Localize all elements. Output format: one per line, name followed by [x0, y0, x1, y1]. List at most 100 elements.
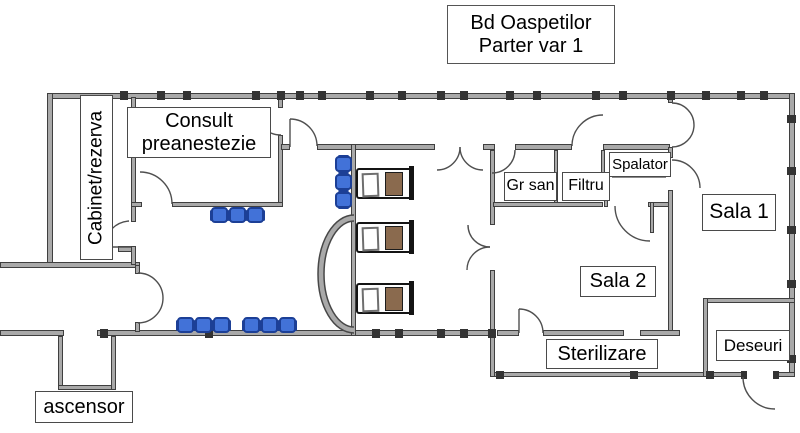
door-arc-consult-entry	[139, 171, 173, 205]
door-arc-entry-double-top	[137, 272, 164, 299]
door-arc-gr-san	[491, 149, 516, 174]
wall	[493, 202, 603, 207]
window-tick	[183, 91, 191, 100]
plan-title-line1: Bd Oaspetilor	[470, 11, 592, 34]
chair	[246, 207, 265, 223]
bed-pillow	[361, 287, 380, 313]
door-arc-deseuri	[742, 376, 776, 410]
door-arc-entry-double-bottom	[137, 297, 164, 324]
room-label-sala2: Sala 2	[580, 266, 656, 297]
elevator-shaft-wall	[111, 336, 116, 390]
window-tick	[787, 167, 796, 175]
chair	[194, 317, 213, 333]
wall	[131, 202, 142, 207]
door-arc-filtru	[571, 114, 604, 147]
bed	[356, 220, 414, 254]
wall	[131, 97, 136, 222]
window-tick	[630, 371, 638, 379]
window-tick	[437, 329, 445, 338]
wall	[490, 270, 495, 377]
room-label-spalator: Spalator	[609, 152, 671, 177]
window-tick	[787, 115, 796, 123]
door-arc-sala2-sterilizare	[518, 308, 544, 334]
window-tick	[277, 91, 285, 100]
window-tick	[496, 371, 504, 379]
wall	[515, 144, 572, 150]
door-arc-sala1-double-bottom	[671, 124, 695, 148]
wall	[483, 144, 495, 150]
window-tick	[460, 329, 468, 338]
room-label-gr-san: Gr san	[504, 172, 557, 201]
window-tick	[619, 91, 627, 100]
room-label-sala1: Sala 1	[702, 194, 776, 231]
door-arc-beds-east-double-bottom	[466, 246, 491, 271]
window-tick	[296, 91, 304, 100]
window-tick	[737, 91, 745, 100]
window-tick	[741, 371, 747, 379]
window-tick	[366, 91, 374, 100]
window-tick	[706, 371, 714, 379]
wall	[172, 202, 283, 207]
window-tick	[398, 91, 406, 100]
door-arc-beds-double-right	[459, 146, 484, 171]
wall	[640, 330, 680, 336]
bed-pillow	[361, 226, 380, 252]
room-label-consult: Consult preanestezie	[127, 107, 271, 158]
plan-title-line2: Parter var 1	[478, 34, 584, 57]
wall	[317, 144, 435, 150]
window-tick	[760, 91, 768, 100]
window-tick	[120, 91, 128, 100]
door-arc-sala1-double-top	[671, 102, 695, 126]
wall	[351, 144, 356, 336]
curved-wall	[318, 215, 355, 333]
door-arc-sala1-side	[671, 159, 701, 189]
window-tick	[787, 280, 796, 288]
window-tick	[787, 355, 796, 363]
window-tick	[592, 91, 600, 100]
bed-pillow	[361, 172, 380, 198]
window-tick	[205, 329, 213, 338]
room-label-filtru: Filtru	[562, 172, 610, 201]
door-arc-spalator	[614, 205, 651, 242]
room-label-consult-line2: preanestezie	[141, 132, 257, 155]
bed-headboard	[409, 281, 414, 315]
spalator-counter	[612, 176, 666, 178]
chair	[278, 317, 297, 333]
window-tick	[506, 91, 514, 100]
bed-headboard	[409, 166, 414, 200]
bed	[356, 281, 414, 315]
window-tick	[437, 91, 445, 100]
window-tick	[100, 329, 108, 338]
chair	[210, 207, 229, 223]
window-tick	[488, 329, 496, 338]
wall	[490, 150, 495, 225]
bed	[356, 166, 414, 200]
bed-blanket	[385, 172, 403, 196]
room-label-cabinet: Cabinet/rezerva	[80, 95, 113, 260]
door-arc-hall	[289, 118, 318, 147]
window-tick	[533, 91, 541, 100]
chair	[335, 155, 352, 173]
chair	[212, 317, 231, 333]
curved-wall-outline	[317, 214, 355, 334]
window-tick	[318, 91, 326, 100]
wall	[135, 265, 140, 274]
bed-blanket	[385, 287, 403, 311]
window-tick	[372, 329, 380, 338]
chair	[176, 317, 195, 333]
window-tick	[252, 91, 260, 100]
plan-title: Bd Oaspetilor Parter var 1	[447, 5, 615, 64]
window-tick	[702, 91, 710, 100]
chair	[335, 173, 352, 191]
window-tick	[667, 91, 675, 100]
window-tick	[460, 91, 468, 100]
room-label-ascensor: ascensor	[35, 391, 133, 423]
wall	[0, 330, 64, 336]
wall	[650, 202, 654, 233]
door-arc-beds-east-double-top	[467, 224, 491, 248]
bed-headboard	[409, 220, 414, 254]
wall	[131, 246, 136, 265]
room-label-sterilizare: Sterilizare	[546, 339, 658, 369]
